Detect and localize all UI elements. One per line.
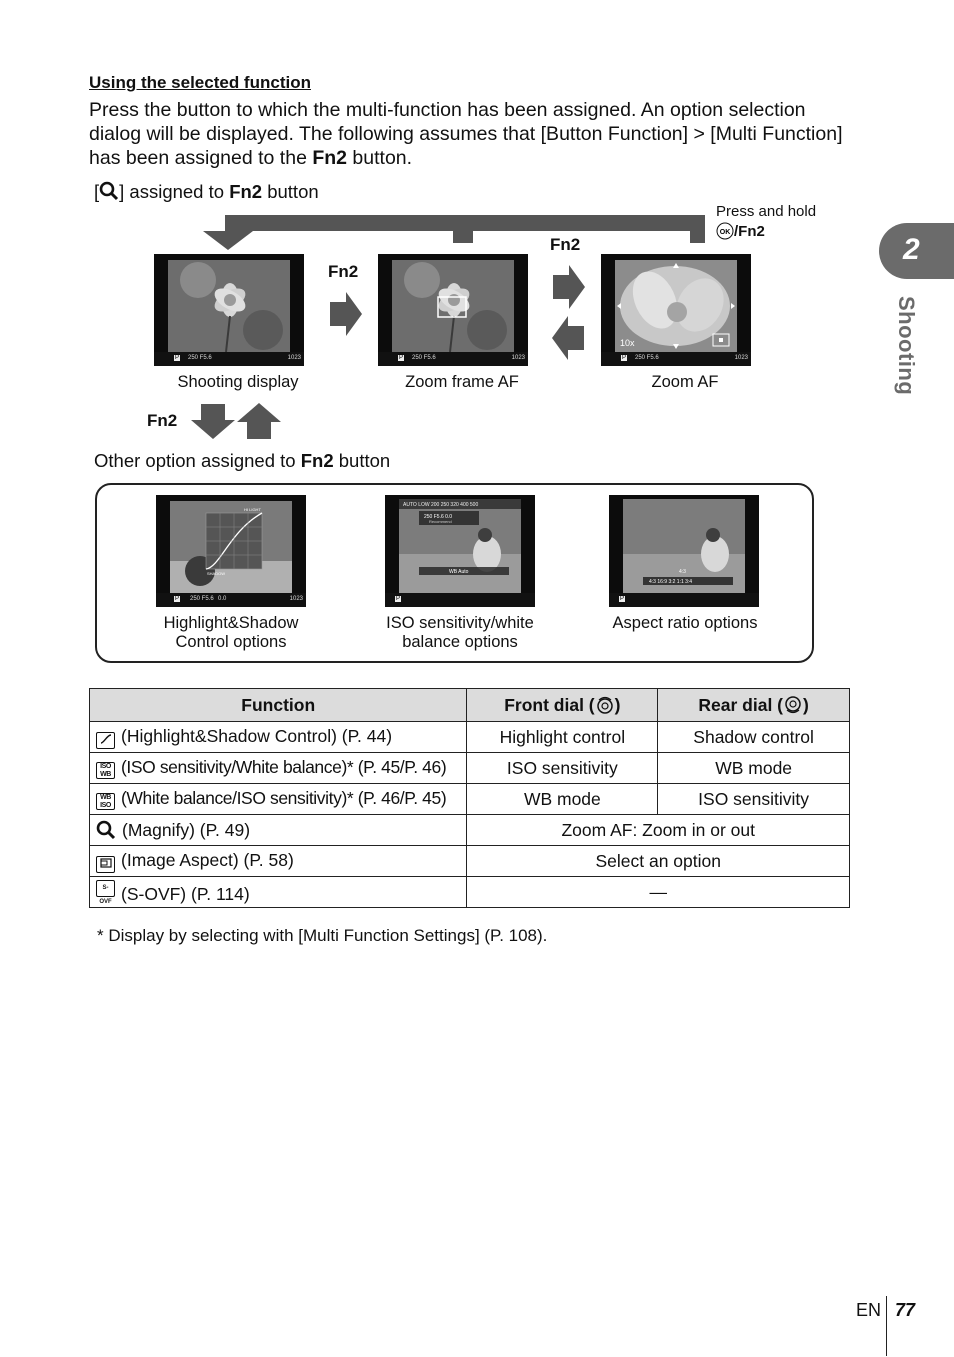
right-arrow-icon	[553, 265, 585, 309]
fn2-key: Fn2	[312, 147, 348, 169]
flower-photo	[168, 260, 290, 352]
zoom-frame-af-screen: P 250 F5.6 1023	[378, 254, 528, 366]
options-box	[95, 483, 814, 663]
svg-text:4:3: 4:3	[679, 569, 686, 575]
rear-dial-icon	[785, 695, 801, 713]
magnify-icon	[96, 820, 116, 839]
iso-wb-screen: AUTO LOW 200 250 320 400 500 250 F5.6 0.…	[385, 495, 535, 607]
aspect-ratio-screen: 4:3 4:3 16:9 3:2 1:1 3:4 P	[609, 495, 759, 607]
zoomed-flower-photo: 10x	[615, 260, 737, 352]
press-hold-label: Press and hold	[716, 203, 817, 220]
ok-button-icon: OK	[716, 222, 734, 240]
s-ovf-icon: S-OVF	[96, 879, 115, 905]
svg-text:AUTO LOW 200 250 320 400: AUTO LOW 200 250 320 400 500	[403, 502, 478, 508]
header-rear-dial: Rear dial ()	[657, 688, 850, 722]
svg-text:SHADOW: SHADOW	[207, 571, 225, 576]
caption-highlight-shadow: Highlight&Shadow Control options	[163, 614, 299, 651]
zoom-frame	[437, 296, 467, 318]
right-arrow-icon	[330, 292, 362, 336]
fn2-label-3: Fn2	[147, 411, 178, 430]
image-aspect-icon	[96, 855, 115, 873]
svg-text:WB Auto: WB Auto	[449, 569, 469, 575]
caption-aspect-ratio: Aspect ratio options	[612, 614, 758, 632]
caption-zoom-af: Zoom AF	[651, 373, 719, 391]
table-row: (Highlight&Shadow Control) (P. 44) Highl…	[88, 721, 850, 753]
wb-iso-icon: WB ISO	[96, 793, 115, 810]
other-option-heading: Other option assigned to Fn2 button	[94, 450, 391, 471]
svg-text:Recommend: Recommend	[429, 519, 452, 524]
highlight-shadow-icon	[96, 731, 115, 749]
table-row: (Magnify) (P. 49) Zoom AF: Zoom in or ou…	[88, 814, 850, 846]
chapter-label: Shooting	[894, 296, 919, 396]
front-dial-icon	[596, 696, 613, 714]
svg-text:250 F5.6 0.0: 250 F5.6 0.0	[424, 514, 452, 520]
svg-text:OK: OK	[720, 229, 731, 236]
ok-fn2-label: OK/Fn2	[716, 222, 765, 240]
chapter-number: 2	[903, 233, 920, 266]
loop-arrow	[203, 215, 705, 250]
caption-shooting-display: Shooting display	[177, 373, 299, 391]
magnify-icon	[99, 181, 119, 201]
table-row: S-OVF(S-OVF) (P. 114) —	[88, 876, 850, 908]
page-number: 77	[895, 1300, 916, 1320]
highlight-shadow-screen: HI LIGHT SHADOW P 250 F5.6 0.0 1023	[156, 495, 306, 607]
iso-wb-icon: ISO WB	[96, 762, 115, 779]
footer-divider	[886, 1296, 887, 1356]
footnote: * Display by selecting with [Multi Funct…	[97, 926, 548, 945]
table-row: (Image Aspect) (P. 58) Select an option	[88, 845, 850, 877]
caption-zoom-frame-af: Zoom frame AF	[405, 373, 519, 391]
table-header-row: Function Front dial () Rear dial ()	[88, 688, 850, 722]
chapter-tab	[879, 223, 954, 279]
language-label: EN	[856, 1300, 882, 1320]
svg-text:4:3 16:9 3:2 1:1 3:4: 4:3 16:9 3:2 1:1 3:4	[649, 579, 692, 585]
svg-text:HI LIGHT: HI LIGHT	[244, 507, 261, 512]
table-row: WB ISO(White balance/ISO sensitivity)* (…	[88, 783, 850, 815]
fn2-label-1: Fn2	[328, 262, 359, 281]
down-up-arrows-icon	[191, 403, 281, 439]
svg-text:10x: 10x	[620, 338, 635, 348]
flower-photo	[392, 260, 514, 352]
magnify-heading: [] assigned to Fn2 button	[94, 181, 319, 202]
intro-paragraph: Press the button to which the multi-func…	[89, 99, 843, 169]
header-function: Function	[88, 688, 468, 722]
fn2-label-2: Fn2	[550, 235, 581, 254]
left-arrow-icon	[552, 316, 584, 360]
zoom-af-screen: 10x P 250 F5.6 1023	[601, 254, 751, 366]
table-row: ISO WB(ISO sensitivity/White balance)* (…	[88, 752, 850, 784]
function-table: Function Front dial () Rear dial () (Hig…	[88, 688, 850, 908]
caption-iso-wb: ISO sensitivity/white balance options	[386, 614, 534, 651]
section-title: Using the selected function	[89, 73, 311, 92]
header-front-dial: Front dial ()	[466, 688, 659, 722]
shooting-display-screen: P 250 F5.6 1023	[154, 254, 304, 366]
